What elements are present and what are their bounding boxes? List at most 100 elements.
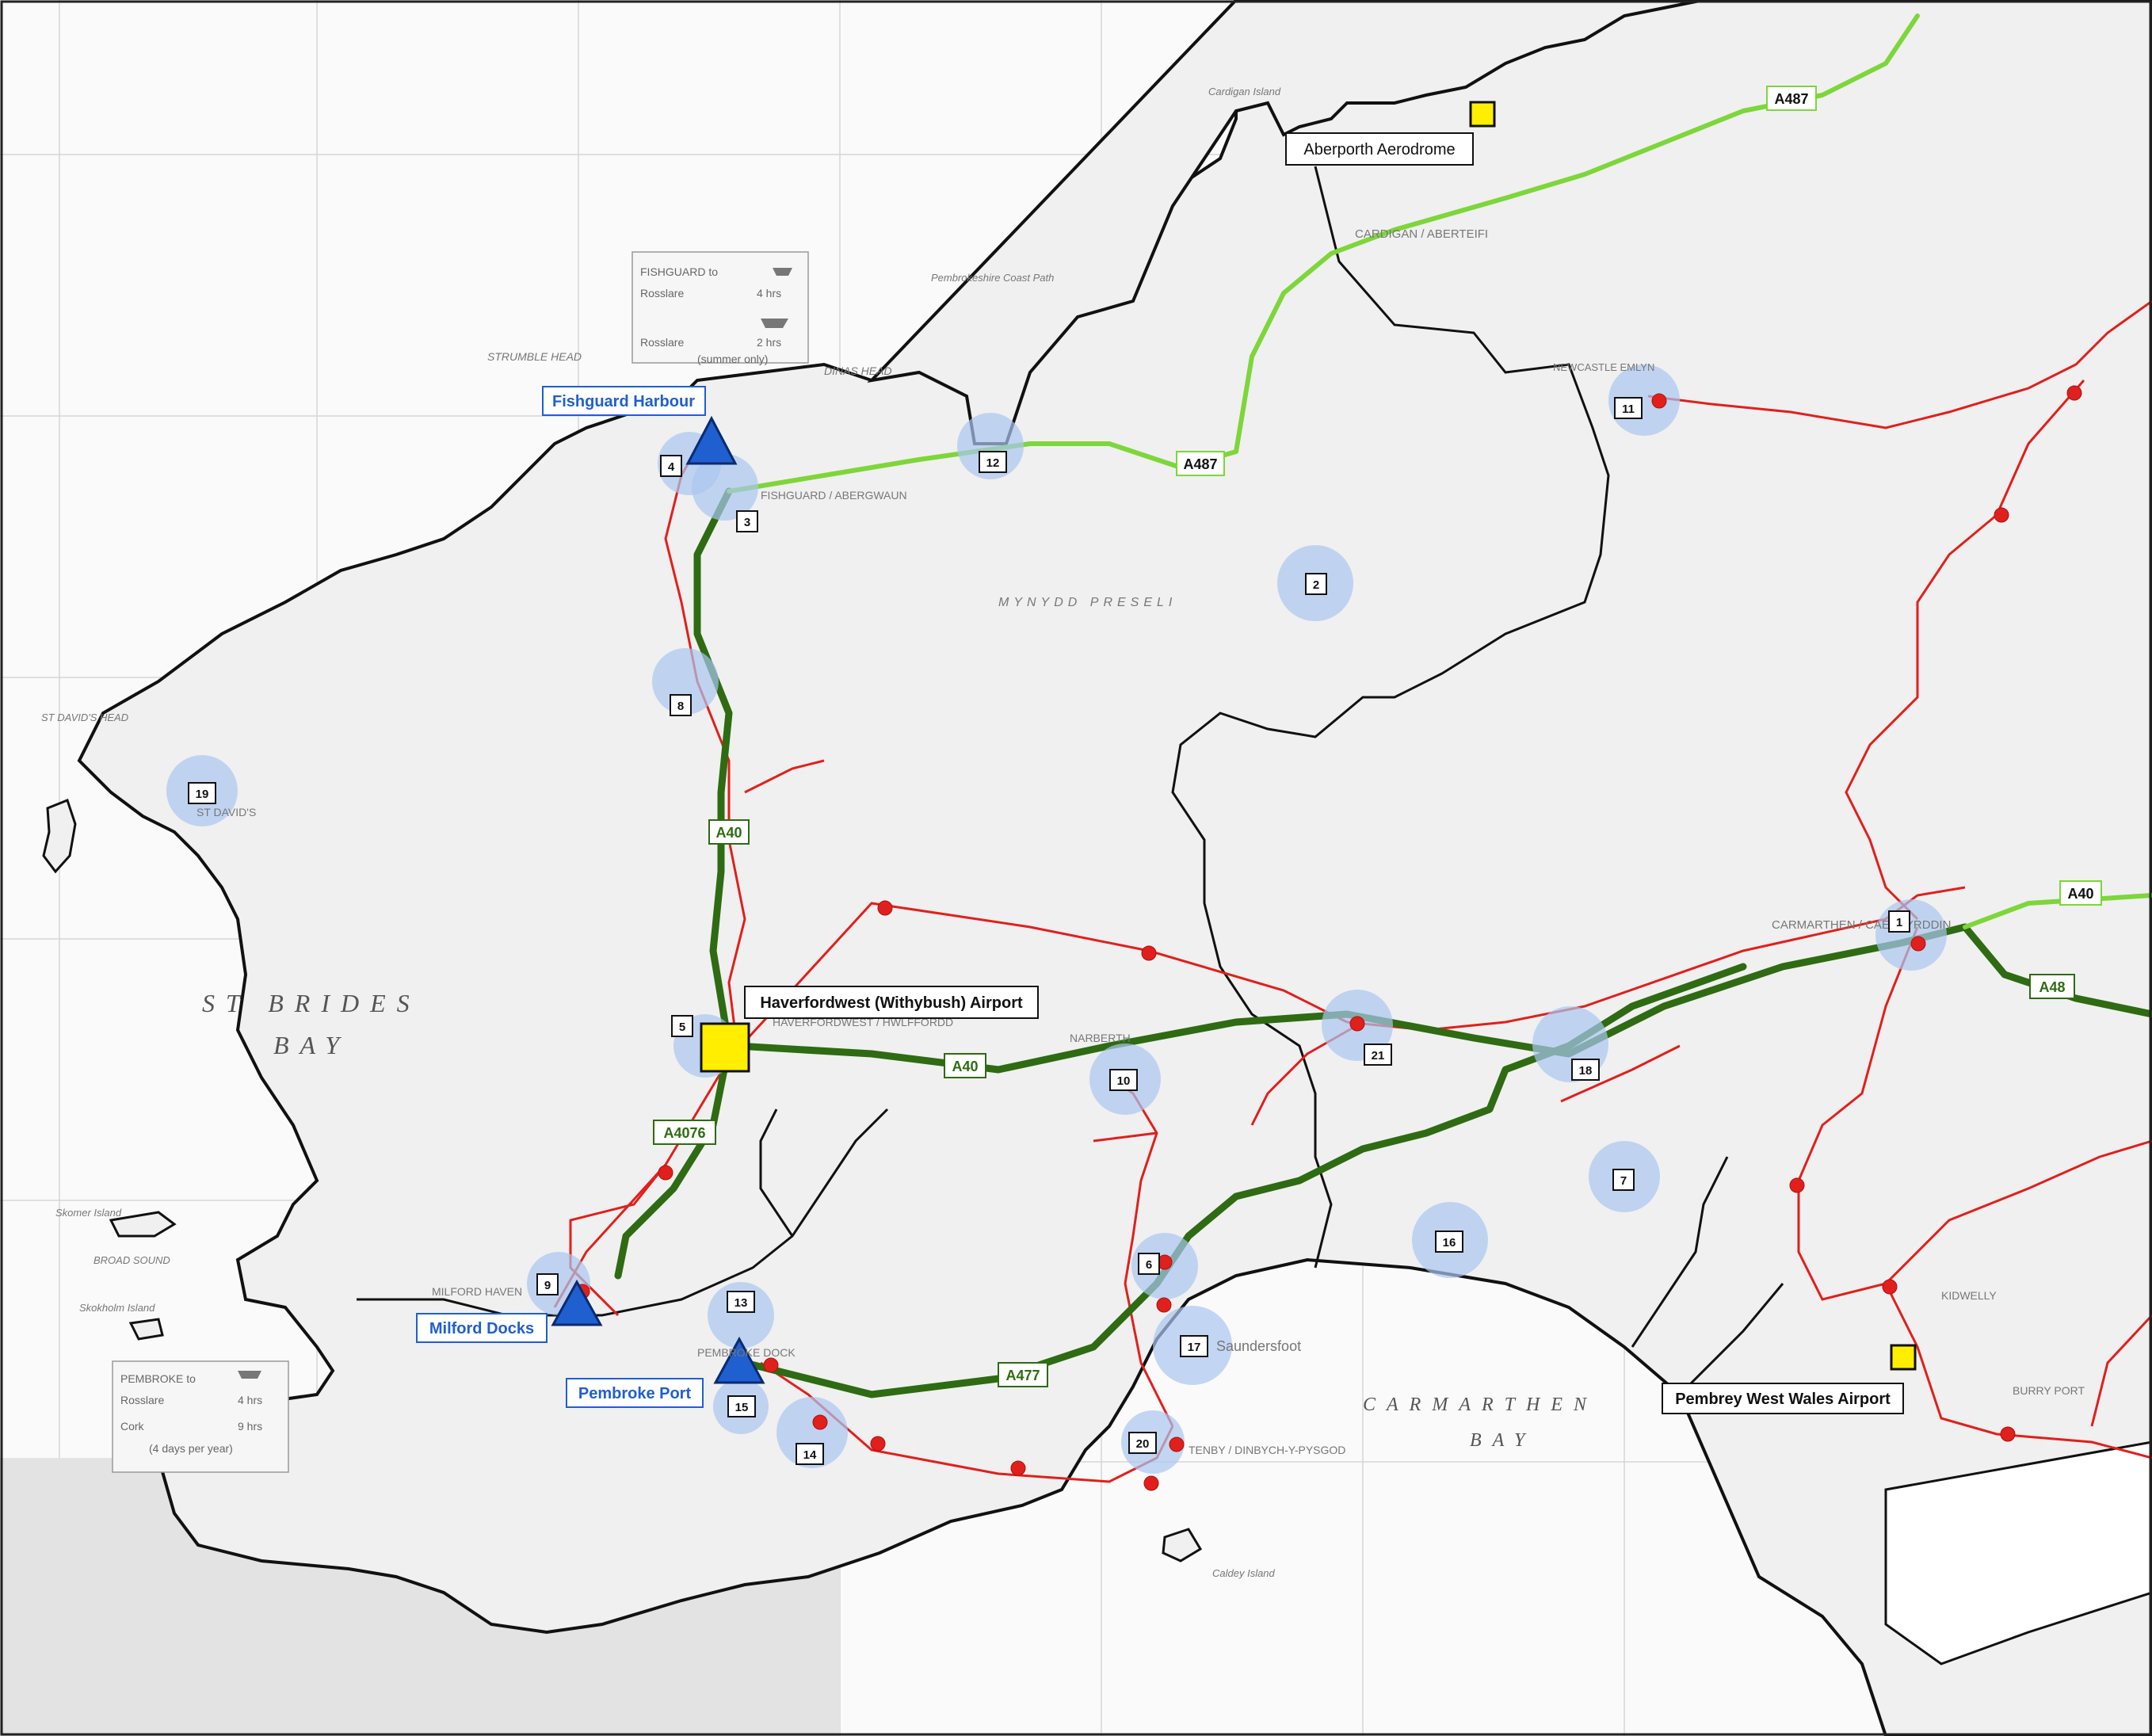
place-st-davids-head: ST DAVID'S HEAD [41, 712, 128, 723]
svg-text:4: 4 [668, 460, 675, 474]
burry-estuary [1884, 1440, 2152, 1665]
place-narberth: NARBERTH [1070, 1032, 1131, 1044]
site-label-15: 15 [727, 1395, 756, 1417]
airport-aberporth-symbol [1469, 101, 1496, 128]
svg-text:19: 19 [196, 788, 209, 801]
svg-text:A40: A40 [715, 825, 742, 841]
place-fishguard: FISHGUARD / ABERGWAUN [761, 489, 907, 502]
place-caldey: Caldey Island [1212, 1567, 1276, 1579]
site-label-2: 2 [1305, 573, 1327, 595]
ferry-info-pembroke: PEMBROKE to Rosslare 4 hrs Cork 9 hrs (4… [112, 1360, 289, 1473]
site-label-19: 19 [188, 782, 216, 804]
svg-text:A48: A48 [2039, 979, 2065, 995]
svg-text:20: 20 [1136, 1437, 1150, 1451]
ferry-fishguard-note: (summer only) [697, 353, 768, 365]
site-label-16: 16 [1435, 1230, 1463, 1253]
ferry-pembroke-row1-dest: Rosslare [120, 1394, 164, 1406]
port-label-pembroke: Pembroke Port [566, 1378, 704, 1408]
site-label-17: 17 [1180, 1335, 1208, 1357]
site-label-9: 9 [536, 1273, 559, 1295]
site-circle-13 [708, 1282, 774, 1349]
svg-text:Fishguard Harbour: Fishguard Harbour [552, 393, 695, 410]
site-label-13: 13 [727, 1291, 755, 1313]
port-label-milford: Milford Docks [416, 1313, 548, 1343]
airport-label-aberporth: Aberporth Aerodrome [1285, 132, 1474, 166]
site-label-20: 20 [1128, 1432, 1157, 1454]
road-label-a40-east: A40 [944, 1053, 986, 1078]
svg-text:2: 2 [1313, 578, 1319, 592]
site-label-14: 14 [796, 1443, 824, 1465]
site-labels: 1 2 3 4 5 6 7 8 9 10 11 12 13 14 15 16 1… [188, 397, 1910, 1465]
fast-ferry-icon [761, 319, 788, 328]
airport-pembrey-symbol [1890, 1344, 1917, 1371]
airport-symbols [700, 101, 1917, 1371]
svg-text:A40: A40 [2067, 886, 2093, 902]
pembrokeshire-peninsula [867, 0, 1704, 445]
svg-text:11: 11 [1622, 403, 1635, 416]
svg-text:14: 14 [803, 1448, 817, 1462]
place-coast-path: Pembrokeshire Coast Path [931, 272, 1054, 284]
airport-labels: Aberporth Aerodrome Haverfordwest (Withy… [744, 132, 1904, 1414]
road-label-a40-west: A40 [708, 819, 750, 845]
route-nodes [574, 385, 2082, 1491]
ferry-fishguard-row2-dest: Rosslare [640, 336, 684, 349]
place-dinas-head: DINAS HEAD [824, 364, 892, 377]
ferry-fishguard-row1-dest: Rosslare [640, 287, 684, 300]
site-label-5: 5 [671, 1015, 693, 1037]
place-mynydd-preseli: MYNYDD PRESELI [998, 596, 1177, 609]
svg-text:18: 18 [1579, 1064, 1593, 1078]
ferry-icon [773, 268, 792, 276]
site-label-4: 4 [660, 455, 682, 477]
airport-haverfordwest-symbol [700, 1022, 750, 1073]
road-label-a48: A48 [2029, 974, 2075, 999]
ferry-icon [238, 1371, 261, 1379]
caldey-island [1162, 1528, 1203, 1562]
road-label-a4076: A4076 [653, 1120, 716, 1145]
site-label-7: 7 [1612, 1169, 1635, 1191]
svg-text:12: 12 [986, 456, 1000, 470]
svg-text:Pembroke Port: Pembroke Port [578, 1385, 692, 1402]
svg-text:10: 10 [1117, 1074, 1131, 1088]
site-label-6: 6 [1138, 1253, 1160, 1275]
site-label-18: 18 [1571, 1059, 1600, 1081]
ramsey-island [42, 799, 77, 874]
road-label-a40-top: A40 [2059, 880, 2102, 906]
svg-text:Milford Docks: Milford Docks [429, 1320, 534, 1337]
ferry-pembroke-row2-dest: Cork [120, 1420, 145, 1433]
place-carmarthen: CARMARTHEN / CAERFYRDDIN [1772, 918, 1951, 932]
ferry-fishguard-row2-time: 2 hrs [757, 336, 781, 349]
place-skokholm: Skokholm Island [79, 1302, 155, 1314]
ferry-fishguard-title: FISHGUARD to [640, 265, 718, 278]
ferry-info-fishguard: FISHGUARD to Rosslare 4 hrs Rosslare 2 h… [631, 251, 809, 365]
place-kidwelly: KIDWELLY [1941, 1289, 1997, 1302]
svg-text:16: 16 [1443, 1236, 1456, 1250]
svg-text:A477: A477 [1005, 1368, 1040, 1383]
port-labels: Fishguard Harbour Milford Docks Pembroke… [416, 386, 706, 1408]
skokholm-island [128, 1318, 164, 1341]
road-labels: A40 A40 A40 A487 A487 A4076 A477 A48 [653, 86, 2102, 1387]
port-symbols [551, 415, 765, 1384]
site-circle-14 [776, 1397, 848, 1468]
place-pembroke-dock: PEMBROKE DOCK [697, 1346, 796, 1359]
svg-text:7: 7 [1620, 1174, 1627, 1188]
svg-text:8: 8 [677, 700, 684, 713]
sea-label-st-brides-1: ST BRIDES [202, 989, 421, 1017]
ferry-pembroke-note: (4 days per year) [149, 1442, 233, 1455]
airport-label-haverfordwest: Haverfordwest (Withybush) Airport [744, 986, 1039, 1019]
place-cardigan-island: Cardigan Island [1208, 86, 1281, 97]
road-label-a477: A477 [998, 1362, 1048, 1387]
svg-text:Aberporth Aerodrome: Aberporth Aerodrome [1303, 141, 1455, 158]
port-pembroke-symbol [713, 1336, 765, 1384]
svg-text:1: 1 [1896, 916, 1902, 929]
svg-text:Pembrey West Wales Airport: Pembrey West Wales Airport [1675, 1391, 1891, 1408]
svg-text:21: 21 [1372, 1049, 1385, 1063]
svg-text:6: 6 [1146, 1258, 1152, 1272]
place-milford-haven: MILFORD HAVEN [432, 1285, 522, 1298]
place-strumble-head: STRUMBLE HEAD [487, 350, 582, 363]
site-label-12: 12 [979, 451, 1007, 473]
site-label-11: 11 [1614, 397, 1643, 419]
port-fishguard-symbol [685, 415, 738, 465]
place-burry-port: BURRY PORT [2013, 1384, 2085, 1397]
